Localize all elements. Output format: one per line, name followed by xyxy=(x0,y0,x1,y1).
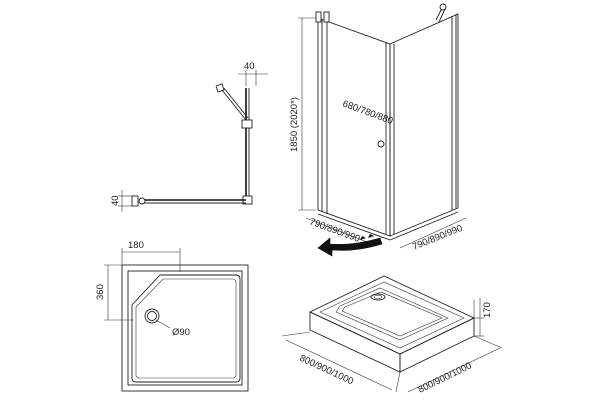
dim-side-width-right: 790/890/990 xyxy=(411,223,464,253)
dim-tray-corner-depth: 360 xyxy=(95,284,106,300)
dim-profile-offset: 40 xyxy=(110,195,121,206)
dim-side-width-left: 790/890/990 xyxy=(308,216,361,244)
dim-height: 1850 (2020*) xyxy=(289,97,300,152)
dim-tray-corner-width: 180 xyxy=(128,240,144,251)
tray-perspective: 170 800/900/1000 800/900/1000 xyxy=(281,275,503,396)
curved-arrow-icon xyxy=(317,234,383,257)
dim-drain-diameter: Ø90 xyxy=(172,327,190,338)
enclosure-perspective: 1850 (2020*) 680/780/880 790/890/990 790… xyxy=(289,3,467,257)
dim-tray-height: 170 xyxy=(482,302,493,318)
plan-view: 40 40 xyxy=(110,61,268,212)
dim-hinge-offset: 40 xyxy=(244,61,255,72)
dim-tray-length-right: 800/900/1000 xyxy=(416,360,473,395)
dim-tray-length-left: 800/900/1000 xyxy=(298,353,355,388)
tray-plan-view: Ø90 180 360 xyxy=(95,240,249,392)
